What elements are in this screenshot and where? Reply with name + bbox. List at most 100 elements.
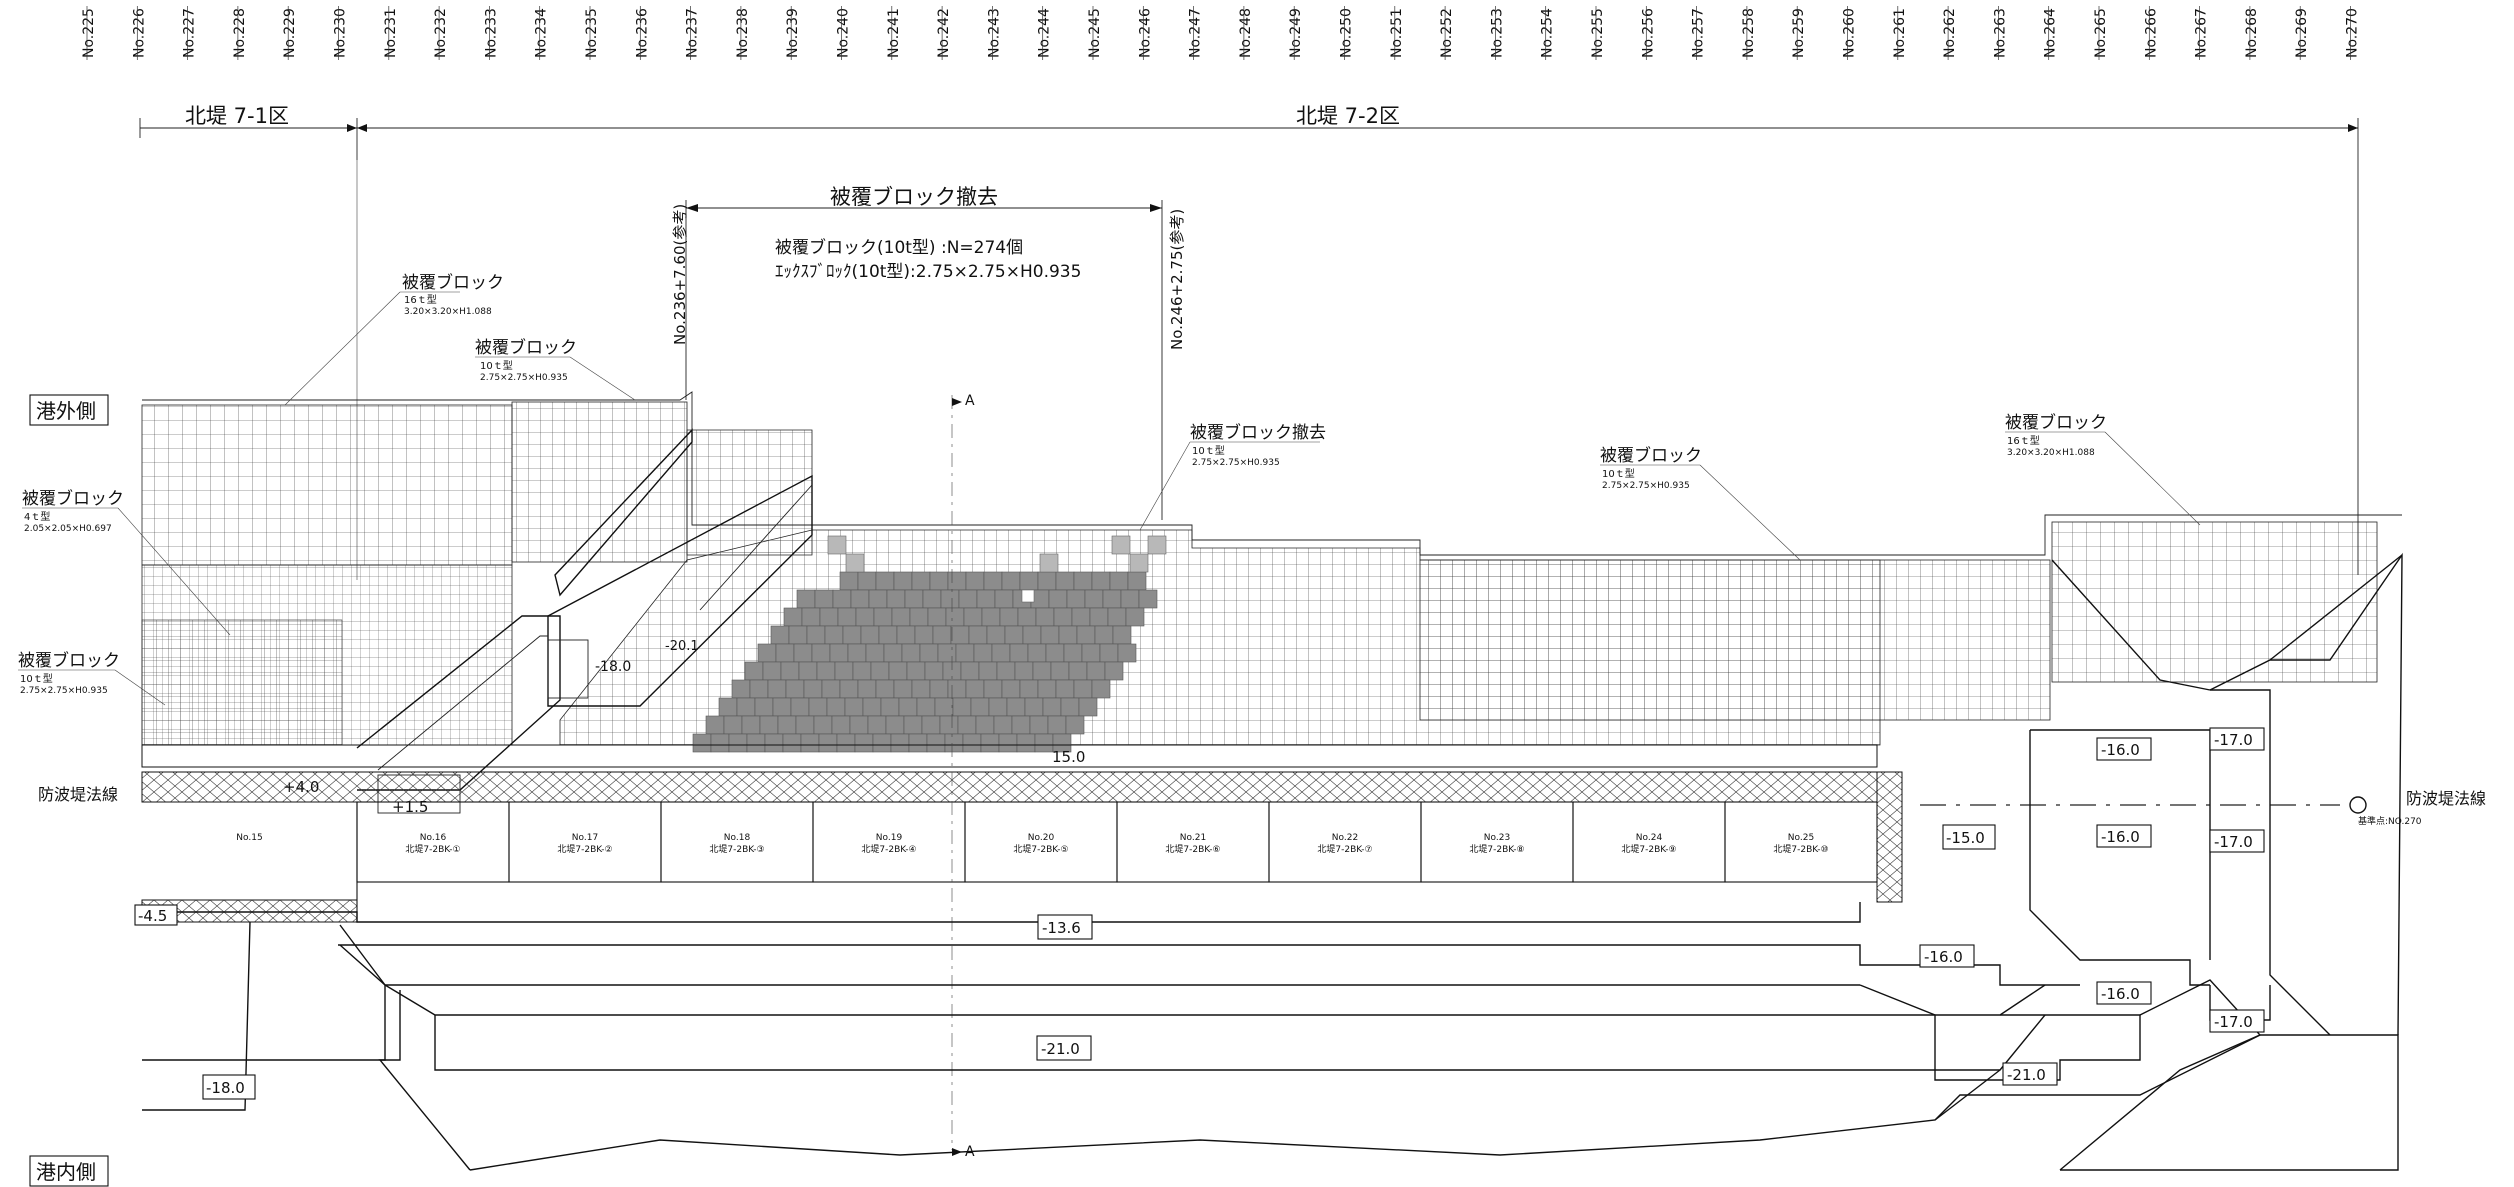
- removed-block: [952, 697, 972, 717]
- removed-block: [785, 679, 805, 699]
- elev-m21-0b: -21.0: [2007, 1066, 2046, 1084]
- removed-block: [980, 733, 1000, 753]
- callout-b10b-type: 10ｔ型: [20, 672, 53, 685]
- elev-m16-0b: -16.0: [2101, 828, 2140, 846]
- station-label: No.225: [81, 8, 97, 58]
- caisson-number: No.20: [1028, 833, 1055, 843]
- removed-block: [947, 571, 967, 591]
- removed-block: [1112, 625, 1132, 645]
- station-label: No.267: [2194, 8, 2210, 58]
- removed-block: [1120, 589, 1140, 609]
- removed-block: [960, 661, 980, 681]
- callout-b4-type: 4ｔ型: [24, 510, 50, 523]
- partial-block: [827, 535, 847, 555]
- removed-block: [962, 733, 982, 753]
- removed-block: [862, 697, 882, 717]
- removed-block: [983, 679, 1003, 699]
- removed-block: [965, 571, 985, 591]
- elev-m16-0d: -16.0: [2101, 985, 2140, 1003]
- removed-block: [908, 733, 928, 753]
- elev-m17-0a: -17.0: [2214, 731, 2253, 749]
- removed-block: [1001, 571, 1021, 591]
- removed-block: [850, 589, 870, 609]
- callout-b10b-title: 被覆ブロック: [18, 650, 120, 671]
- caisson-number: No.22: [1332, 833, 1358, 843]
- station-label: No.239: [785, 8, 801, 58]
- elev-m4-5: -4.5: [138, 907, 167, 925]
- removed-block: [1052, 733, 1072, 753]
- station-label: No.270: [2345, 8, 2361, 58]
- station-label: No.249: [1288, 8, 1304, 58]
- trench-outlines: -18.0 -20.1: [356, 428, 813, 791]
- removed-block: [852, 661, 872, 681]
- removed-block: [847, 643, 867, 663]
- removed-block: [857, 679, 877, 699]
- removed-block: [976, 589, 996, 609]
- station-label: No.269: [2294, 8, 2310, 58]
- removed-block: [728, 733, 748, 753]
- removed-block: [854, 733, 874, 753]
- removed-block: [919, 643, 939, 663]
- removed-block: [1019, 571, 1039, 591]
- removed-block: [831, 715, 851, 735]
- removed-block: [777, 715, 797, 735]
- removed-block: [873, 607, 893, 627]
- removed-block: [916, 697, 936, 717]
- removed-block: [798, 661, 818, 681]
- removal-count: 被覆ブロック(10t型) :N=274個: [775, 237, 1023, 258]
- side-labels: 港外側 港内側 防波堤法線 防波堤法線 基準点:NO.270: [29, 394, 2486, 1187]
- station-label: No.247: [1188, 8, 1204, 58]
- removed-block: [1011, 715, 1031, 735]
- removed-block: [749, 679, 769, 699]
- removed-block: [1047, 715, 1067, 735]
- removed-block: [958, 589, 978, 609]
- removed-block: [762, 661, 782, 681]
- removed-block: [898, 697, 918, 717]
- removed-block: [1035, 607, 1055, 627]
- removed-block: [1040, 625, 1060, 645]
- removed-block: [896, 625, 916, 645]
- removed-block: [886, 589, 906, 609]
- removed-block: [955, 643, 975, 663]
- removal-start-station: No.236+7.60(参考): [671, 204, 689, 345]
- station-label: No.258: [1741, 8, 1757, 58]
- caisson-number: No.18: [724, 833, 751, 843]
- caisson-number: No.15: [236, 833, 262, 843]
- elev-m16-0c: -16.0: [1924, 948, 1963, 966]
- removed-block: [723, 715, 743, 735]
- removed-block: [744, 661, 764, 681]
- removed-blocks: [692, 535, 1167, 753]
- removed-block: [1034, 733, 1054, 753]
- removed-block: [1014, 661, 1034, 681]
- elev-m17-0b: -17.0: [2214, 833, 2253, 851]
- callout-b10a-title: 被覆ブロック: [475, 337, 577, 358]
- callout-b4-dims: 2.05×2.05×H0.697: [24, 524, 112, 534]
- removed-block: [816, 661, 836, 681]
- removed-block: [926, 733, 946, 753]
- station-label: No.231: [383, 8, 399, 58]
- station-label: No.253: [1489, 8, 1505, 58]
- removed-block: [996, 661, 1016, 681]
- removed-block: [801, 607, 821, 627]
- removed-block: [929, 571, 949, 591]
- removed-block: [1109, 571, 1129, 591]
- station-label: No.245: [1087, 8, 1103, 58]
- station-label: No.252: [1439, 8, 1455, 58]
- callout-b16b-dims: 3.20×3.20×H1.088: [2007, 448, 2095, 458]
- station-label: No.264: [2043, 8, 2059, 58]
- removed-block: [1019, 679, 1039, 699]
- partial-block: [1111, 535, 1131, 555]
- removed-block: [1125, 607, 1145, 627]
- caisson-number: No.19: [876, 833, 903, 843]
- callout-b16-type: 16ｔ型: [404, 293, 437, 306]
- partial-block: [1147, 535, 1167, 555]
- removed-block: [818, 733, 838, 753]
- elev-m18-0a: -18.0: [595, 659, 631, 675]
- removed-block: [937, 643, 957, 663]
- callout-b16-dims: 3.20×3.20×H1.088: [404, 307, 492, 317]
- station-label: No.255: [1590, 8, 1606, 58]
- caisson-name: 北堤7-2BK-②: [557, 844, 612, 855]
- section-mark-top: A: [965, 393, 975, 409]
